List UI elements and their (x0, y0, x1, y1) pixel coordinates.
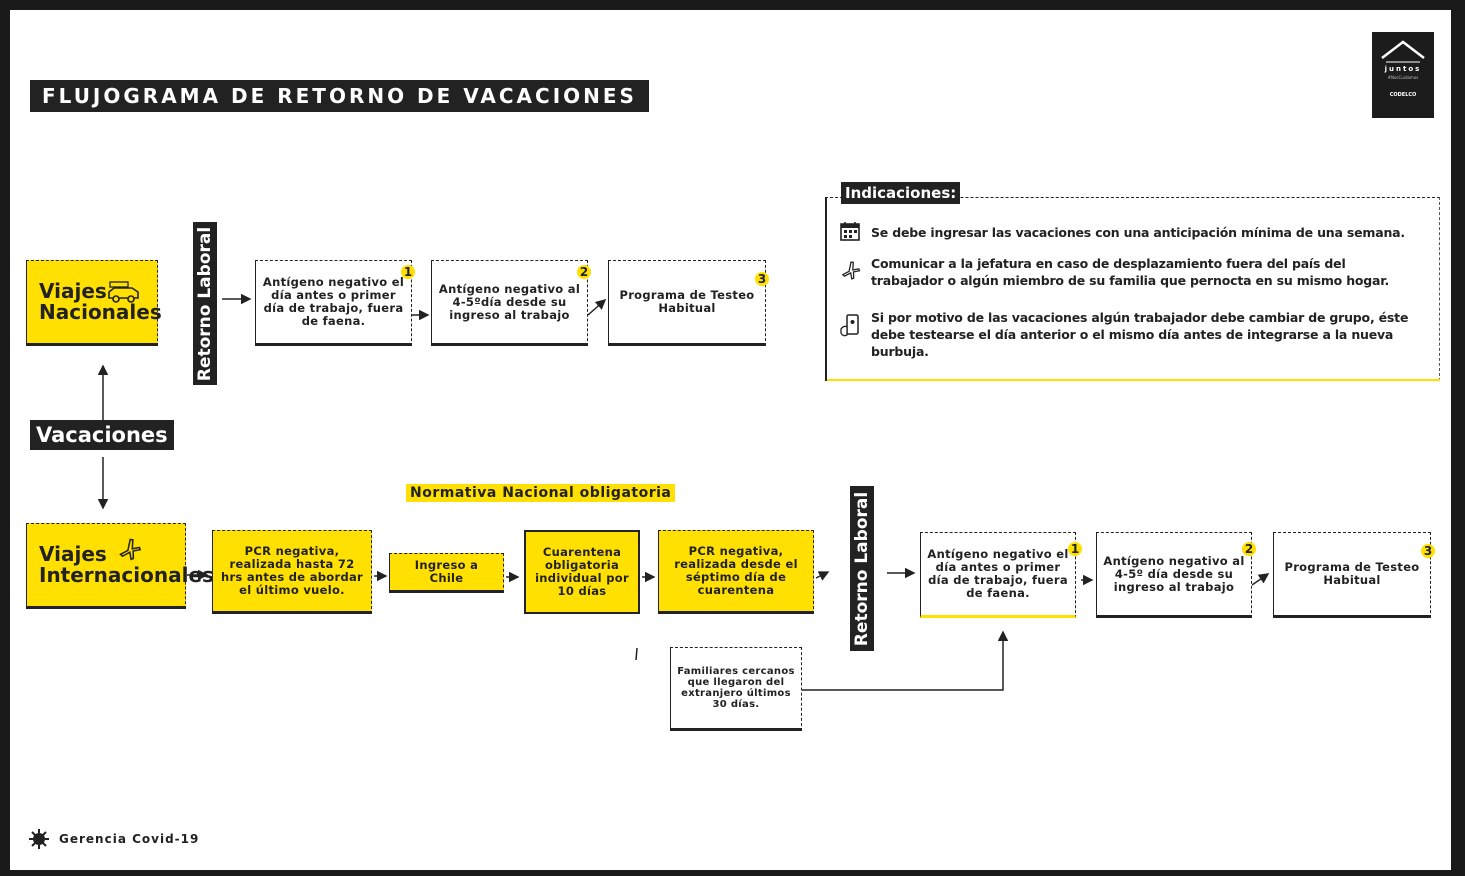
footer-label: Gerencia Covid-19 (59, 832, 200, 846)
cuarentena-box: Cuarentena obligatoria individual por 10… (524, 530, 640, 614)
indication-1: Se debe ingresar las vacaciones con una … (871, 225, 1405, 240)
retorno-laboral-internacionales: Retorno Laboral (850, 486, 874, 651)
calendar-icon (840, 222, 860, 241)
indications-panel: Indicaciones: Se debe ingresar las vacac… (825, 182, 1440, 381)
ingreso-chile-text: Ingreso a Chile (414, 558, 479, 585)
indication-2: Comunicar a la jefatura en caso de despl… (871, 256, 1390, 288)
juntos-logo: juntos #NosCuidamos CODELCO (1372, 32, 1434, 118)
int-step-2-num: 2 (1242, 542, 1256, 556)
int-step-1-num: 1 (1068, 542, 1082, 556)
pcr-72h-text: PCR negativa, realizada hasta 72 hrs ant… (220, 544, 364, 597)
nac-step-2-text: Antígeno negativo al 4-5ºdía desde su in… (438, 281, 581, 322)
viajes-nacionales-box: Viajes Nacionales (26, 260, 162, 346)
indications-underline (827, 379, 1440, 381)
int-step-1-text: Antígeno negativo el día antes o primer … (927, 547, 1069, 600)
pcr-septimo-text: PCR negativa, realizada desde el séptimo… (674, 544, 798, 597)
phone-hand-icon (840, 314, 859, 337)
page-title: FLUJOGRAMA DE RETORNO DE VACACIONES (30, 80, 649, 112)
indications-heading: Indicaciones: (841, 182, 961, 204)
nac-step-1: Antígeno negativo el día antes o primer … (255, 260, 412, 346)
nac-step-2: Antígeno negativo al 4-5ºdía desde su in… (431, 260, 588, 346)
pcr-72h-box: PCR negativa, realizada hasta 72 hrs ant… (212, 530, 372, 614)
page-frame: FLUJOGRAMA DE RETORNO DE VACACIONES junt… (10, 10, 1451, 870)
nac-step-3-num: 3 (755, 272, 769, 286)
int-step-3: Programa de Testeo Habitual (1273, 532, 1431, 618)
flow-connectors (97, 293, 1270, 691)
logo-hashtag: #NosCuidamos (1387, 75, 1419, 80)
indication-3: Si por motivo de las vacaciones algún tr… (871, 310, 1409, 359)
nac-step-1-num: 1 (401, 265, 415, 279)
int-step-3-text: Programa de Testeo Habitual (1284, 560, 1420, 587)
pcr-septimo-box: PCR negativa, realizada desde el séptimo… (658, 530, 814, 614)
normativa-label: Normativa Nacional obligatoria (406, 484, 676, 502)
plane-intl-icon (119, 538, 142, 561)
nac-step-3: Programa de Testeo Habitual (608, 260, 766, 346)
vacaciones-label: Vacaciones (30, 420, 174, 450)
familiares-text: Familiares cercanos que llegaron del ext… (677, 666, 795, 710)
int-step-2-text: Antígeno negativo al 4-5º día desde su i… (1103, 553, 1245, 594)
ingreso-chile-box: Ingreso a Chile (389, 553, 504, 593)
logo-juntos: juntos (1384, 65, 1422, 73)
retorno-laboral-nacionales: Retorno Laboral (193, 222, 217, 385)
car-icon (108, 281, 139, 303)
virus-icon (29, 829, 49, 849)
logo-codelco: CODELCO (1389, 92, 1417, 98)
viajes-internacionales-label: Viajes Internacionales (39, 542, 214, 587)
int-step-3-num: 3 (1421, 544, 1435, 558)
viajes-nacionales-label: Viajes Nacionales (39, 279, 162, 324)
house-icon (1381, 40, 1425, 63)
nac-step-2-num: 2 (577, 265, 591, 279)
familiares-box: Familiares cercanos que llegaron del ext… (670, 647, 802, 731)
viajes-internacionales-box: Viajes Internacionales (26, 523, 214, 609)
nac-step-1-text: Antígeno negativo el día antes o primer … (262, 275, 405, 328)
int-step-1: Antígeno negativo el día antes o primer … (920, 532, 1076, 618)
int-step-2: Antígeno negativo al 4-5º día desde su i… (1096, 532, 1252, 618)
nac-step-3-text: Programa de Testeo Habitual (619, 288, 755, 315)
plane-icon (841, 261, 861, 280)
cuarentena-text: Cuarentena obligatoria individual por 10… (535, 545, 629, 598)
